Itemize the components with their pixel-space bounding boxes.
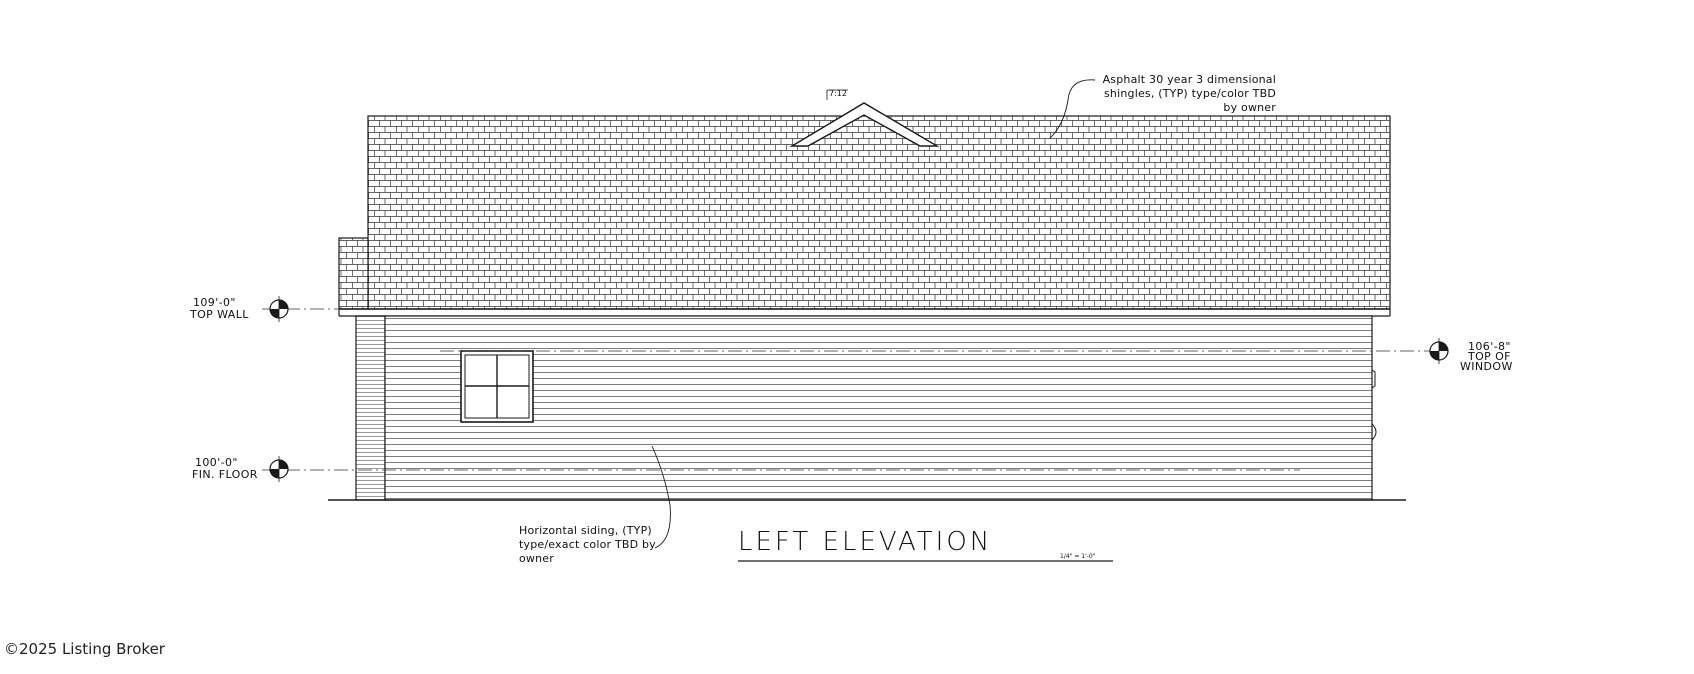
top-of-window-label-line1: TOP OF — [1467, 350, 1511, 363]
siding-note-leader — [651, 445, 671, 549]
fin-floor-elevation: 100'-0" — [195, 456, 238, 469]
gable-fill — [789, 102, 940, 147]
wall-siding-main — [384, 315, 1373, 501]
top-wall-elevation: 109'-0" — [193, 296, 236, 309]
siding-note-line2: type/exact color TBD by — [519, 538, 656, 551]
wall-siding-left-strip — [355, 315, 386, 501]
main-roof-shingles — [367, 115, 1391, 310]
level-marker-fin-floor: 100'-0" FIN. FLOOR — [192, 456, 289, 482]
roof-note-line2: shingles, (TYP) type/color TBD — [1104, 87, 1276, 100]
drawing-title-block: LEFT ELEVATION 1/4" = 1'-0" — [738, 527, 1113, 562]
siding-note-line3: owner — [519, 552, 554, 565]
wall — [328, 315, 1406, 501]
roof — [338, 115, 1391, 317]
roof-note-leader — [1049, 79, 1096, 139]
roof-note-line1: Asphalt 30 year 3 dimensional — [1103, 73, 1276, 86]
top-of-window-label-line2: WINDOW — [1460, 360, 1513, 373]
drawing-title: LEFT ELEVATION — [738, 527, 992, 557]
level-marker-top-of-window: 106'-8" TOP OF WINDOW — [1429, 338, 1513, 373]
roof-note: Asphalt 30 year 3 dimensional shingles, … — [1049, 73, 1276, 139]
siding-note-line1: Horizontal siding, (TYP) — [519, 524, 652, 537]
window — [460, 350, 534, 423]
fin-floor-label: FIN. FLOOR — [192, 468, 258, 481]
roof-pitch-label: 7:12 — [829, 89, 847, 98]
pitch-indicator — [826, 89, 848, 100]
siding-note: Horizontal siding, (TYP) type/exact colo… — [519, 445, 671, 565]
top-of-window-elevation: 106'-8" — [1468, 340, 1511, 353]
roof-note-line3: by owner — [1223, 101, 1276, 114]
top-wall-label: TOP WALL — [189, 308, 249, 321]
gable-dormer: 7:12 — [789, 89, 940, 147]
drawing-scale: 1/4" = 1'-0" — [1060, 553, 1096, 560]
copyright-notice: ©2025 Listing Broker — [4, 640, 166, 658]
right-wall-detail — [1371, 369, 1377, 441]
level-marker-top-wall: 109'-0" TOP WALL — [189, 296, 289, 322]
left-roof-projection — [338, 237, 369, 310]
